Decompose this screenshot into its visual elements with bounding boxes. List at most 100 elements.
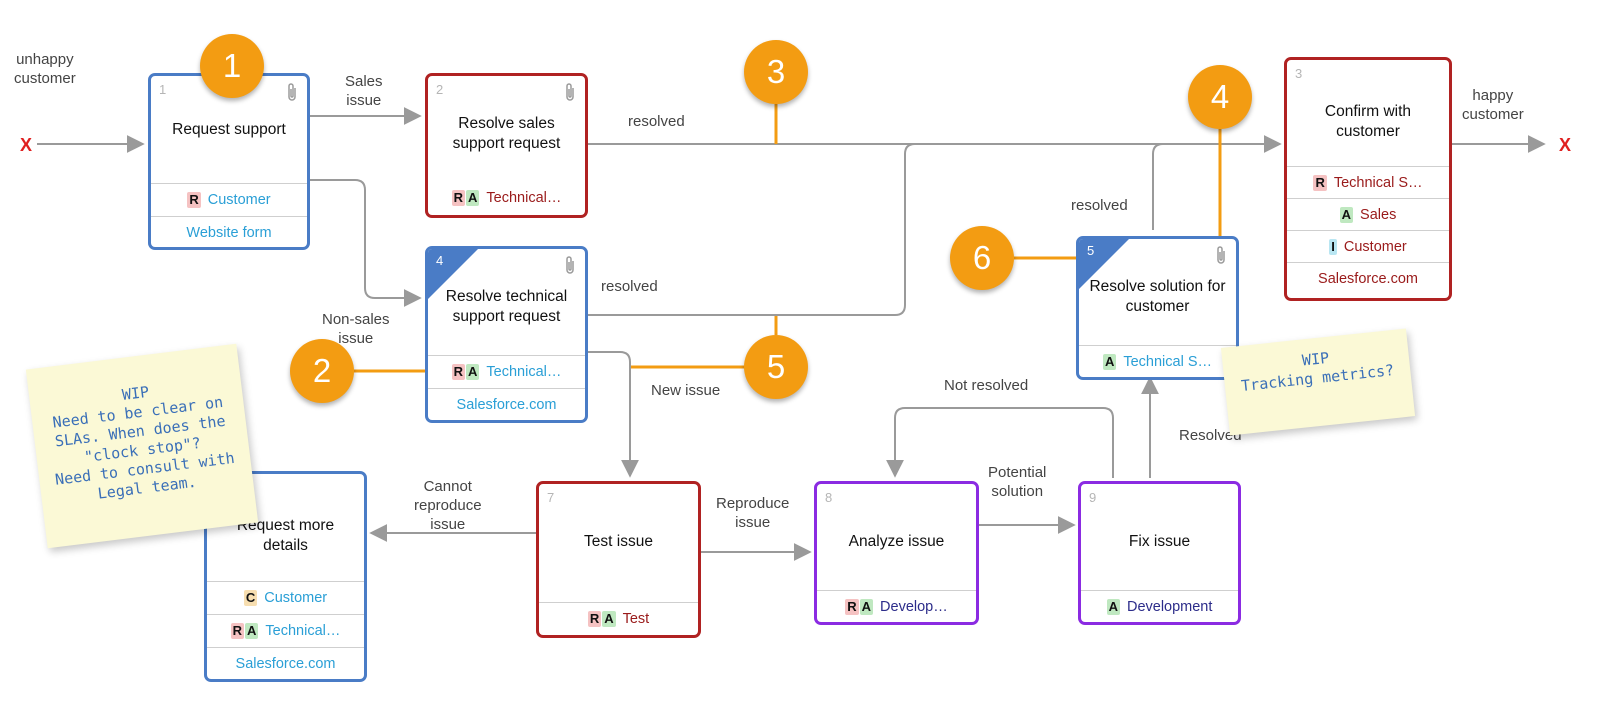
role-badge: A: [466, 190, 480, 206]
role-row: R A Technical…: [428, 182, 585, 214]
activity-title: Resolve sales support request: [452, 115, 561, 152]
role-label: Technical…: [486, 364, 562, 380]
role-row: R Customer: [151, 183, 307, 216]
edge-4-to-7: [588, 351, 639, 478]
activity-number: 5: [1087, 243, 1095, 258]
role-badge: R: [451, 190, 466, 206]
activity-number: 8: [825, 490, 833, 505]
activity-resolve-solution[interactable]: 5 Resolve solution for customer A Techni…: [1076, 236, 1239, 380]
sticky-note-sla[interactable]: WIP Need to be clear on SLAs. When does …: [25, 343, 259, 549]
end-marker: X: [1559, 135, 1572, 155]
callout-marker-5[interactable]: 5: [744, 335, 808, 399]
end-label: happy customer: [1462, 87, 1524, 123]
system-row: Salesforce.com: [207, 647, 364, 679]
activity-number: 1: [159, 82, 167, 97]
activity-title: Confirm with customer: [1324, 103, 1412, 140]
edge-label-resolved-cap: Resolved: [1179, 427, 1242, 444]
role-badge: A: [859, 599, 874, 615]
start-marker: X: [20, 135, 33, 155]
selected-corner: [1079, 239, 1129, 289]
role-row: R A Technical…: [207, 614, 364, 647]
role-label: Test: [622, 611, 650, 627]
callout-marker-6[interactable]: 6: [950, 226, 1014, 290]
activity-number: 2: [436, 82, 444, 97]
edge-9-to-8: [886, 407, 1114, 478]
role-badge: A: [1102, 354, 1117, 370]
role-row: R Technical S…: [1287, 166, 1449, 199]
activity-confirm-with-customer[interactable]: 3 Confirm with customer R Technical S… A…: [1284, 57, 1452, 301]
edge-label-potential-solution: Potential solution: [988, 464, 1047, 500]
role-label: Technical S…: [1333, 175, 1423, 191]
role-row: R A Technical…: [428, 355, 585, 388]
role-badge: I: [1329, 239, 1337, 255]
marker-5-stem: [631, 316, 778, 369]
callout-marker-2[interactable]: 2: [290, 339, 354, 403]
role-row: C Customer: [207, 581, 364, 614]
paperclip-icon[interactable]: [1214, 245, 1228, 265]
activity-title: Request more details: [236, 517, 335, 554]
start-label: unhappy customer: [14, 51, 76, 87]
role-badge: A: [1339, 207, 1354, 223]
role-label: Technical…: [265, 623, 341, 639]
role-badge: R: [1313, 175, 1327, 191]
system-label: Salesforce.com: [456, 397, 557, 413]
activity-analyze-issue[interactable]: 8 Analyze issue R A Develop…: [814, 481, 979, 625]
edge-label-sales-issue: Sales issue: [345, 73, 383, 109]
system-label: Salesforce.com: [235, 656, 336, 672]
activity-request-support[interactable]: 1 Request support R Customer Website for…: [148, 73, 310, 250]
activity-test-issue[interactable]: 7 Test issue R A Test: [536, 481, 701, 638]
system-row: Salesforce.com: [428, 388, 585, 420]
role-badge: R: [845, 599, 859, 615]
system-label: Website form: [186, 225, 272, 241]
edge-5-to-3: [1152, 143, 1164, 230]
role-badge: A: [1106, 599, 1120, 615]
edge-label-non-sales-issue: Non-sales issue: [322, 311, 390, 347]
role-label: Sales: [1360, 207, 1397, 223]
activity-number: 3: [1295, 66, 1303, 81]
activity-fix-issue[interactable]: 9 Fix issue A Development: [1078, 481, 1241, 625]
role-label: Develop…: [880, 599, 948, 615]
activity-title: Test issue: [584, 533, 653, 550]
selected-corner: [428, 249, 478, 299]
edge-label-resolved-mid: resolved: [601, 278, 658, 295]
role-label: Technical…: [486, 190, 562, 206]
callout-marker-4[interactable]: 4: [1188, 65, 1252, 129]
role-label: Development: [1126, 599, 1213, 615]
edge-4-to-3: [588, 143, 916, 316]
paperclip-icon[interactable]: [563, 82, 577, 102]
activity-title: Fix issue: [1128, 533, 1191, 550]
activity-number: 4: [436, 253, 444, 268]
system-row: Salesforce.com: [1287, 262, 1449, 295]
role-badge: A: [602, 611, 616, 627]
activity-number: 9: [1089, 490, 1097, 505]
role-label: Customer: [207, 192, 271, 208]
edge-label-resolved-5: resolved: [1071, 197, 1128, 214]
role-row: R A Test: [539, 602, 698, 635]
activity-title: Analyze issue: [848, 533, 945, 550]
role-label: Customer: [1343, 239, 1407, 255]
activity-resolve-technical-support[interactable]: 4 Resolve technical support request R A …: [425, 246, 588, 423]
edge-label-cannot-reproduce: Cannot reproduce issue: [414, 478, 482, 533]
role-badge: R: [587, 611, 602, 627]
activity-title: Request support: [172, 121, 286, 138]
role-label: Technical S…: [1123, 354, 1213, 370]
role-badge: R: [230, 623, 245, 639]
role-row: R A Develop…: [817, 590, 976, 622]
edge-1-to-4: [308, 179, 422, 307]
role-row: I Customer: [1287, 230, 1449, 263]
system-row: Website form: [151, 216, 307, 247]
role-row: A Development: [1081, 590, 1238, 622]
callout-marker-3[interactable]: 3: [744, 40, 808, 104]
activity-number: 7: [547, 490, 555, 505]
paperclip-icon[interactable]: [285, 82, 299, 102]
role-badge: A: [245, 623, 259, 639]
role-label: Customer: [264, 590, 328, 606]
role-badge: C: [243, 590, 258, 606]
activity-resolve-sales-support[interactable]: 2 Resolve sales support request R A Tech…: [425, 73, 588, 218]
paperclip-icon[interactable]: [563, 255, 577, 275]
edge-label-reproduce-issue: Reproduce issue: [716, 495, 790, 531]
role-row: A Technical S…: [1079, 345, 1236, 377]
role-badge: R: [451, 364, 466, 380]
callout-marker-1[interactable]: 1: [200, 34, 264, 98]
